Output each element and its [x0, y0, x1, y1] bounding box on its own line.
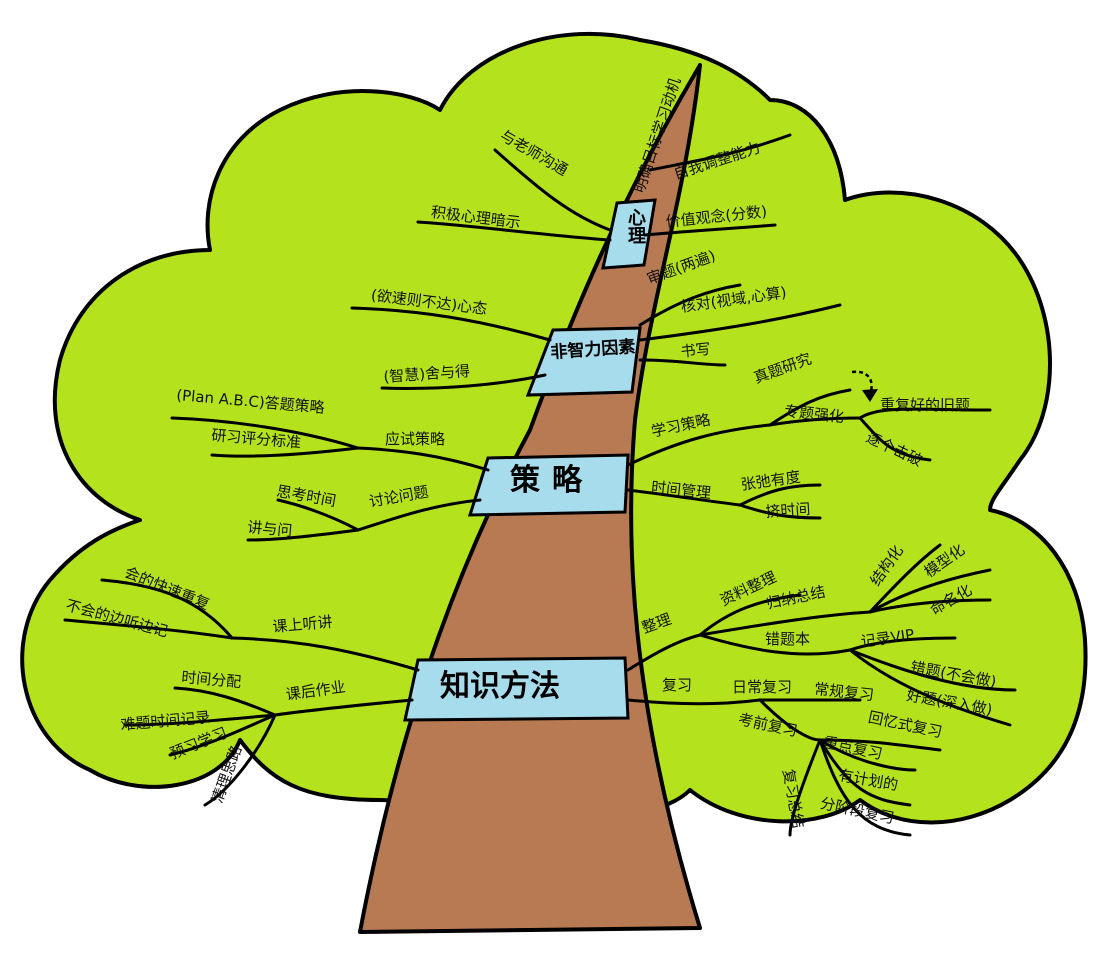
label-wrong-book: 错题本 — [765, 630, 811, 648]
label-exam-strategy: 应试策略 — [385, 430, 446, 448]
section-knowledge: 知识方法 — [440, 669, 560, 704]
section-strategy: 策略 — [510, 463, 594, 498]
label-daily-review: 日常复习 — [732, 678, 793, 696]
arrow-connector — [851, 370, 873, 396]
label-review: 复习 — [662, 676, 693, 694]
branches — [63, 133, 1017, 837]
arrow-head-icon — [862, 389, 878, 402]
band-strategy — [467, 453, 630, 517]
label-writing: 书写 — [679, 339, 712, 361]
band-effort — [525, 326, 642, 397]
label-ask: 讲与问 — [246, 518, 294, 540]
label-repeat-old: 重复好的旧题 — [880, 396, 971, 414]
section-psychology: 心理 — [625, 208, 646, 244]
band-psychology — [601, 198, 657, 270]
label-grab-time: 挤时间 — [764, 499, 812, 521]
